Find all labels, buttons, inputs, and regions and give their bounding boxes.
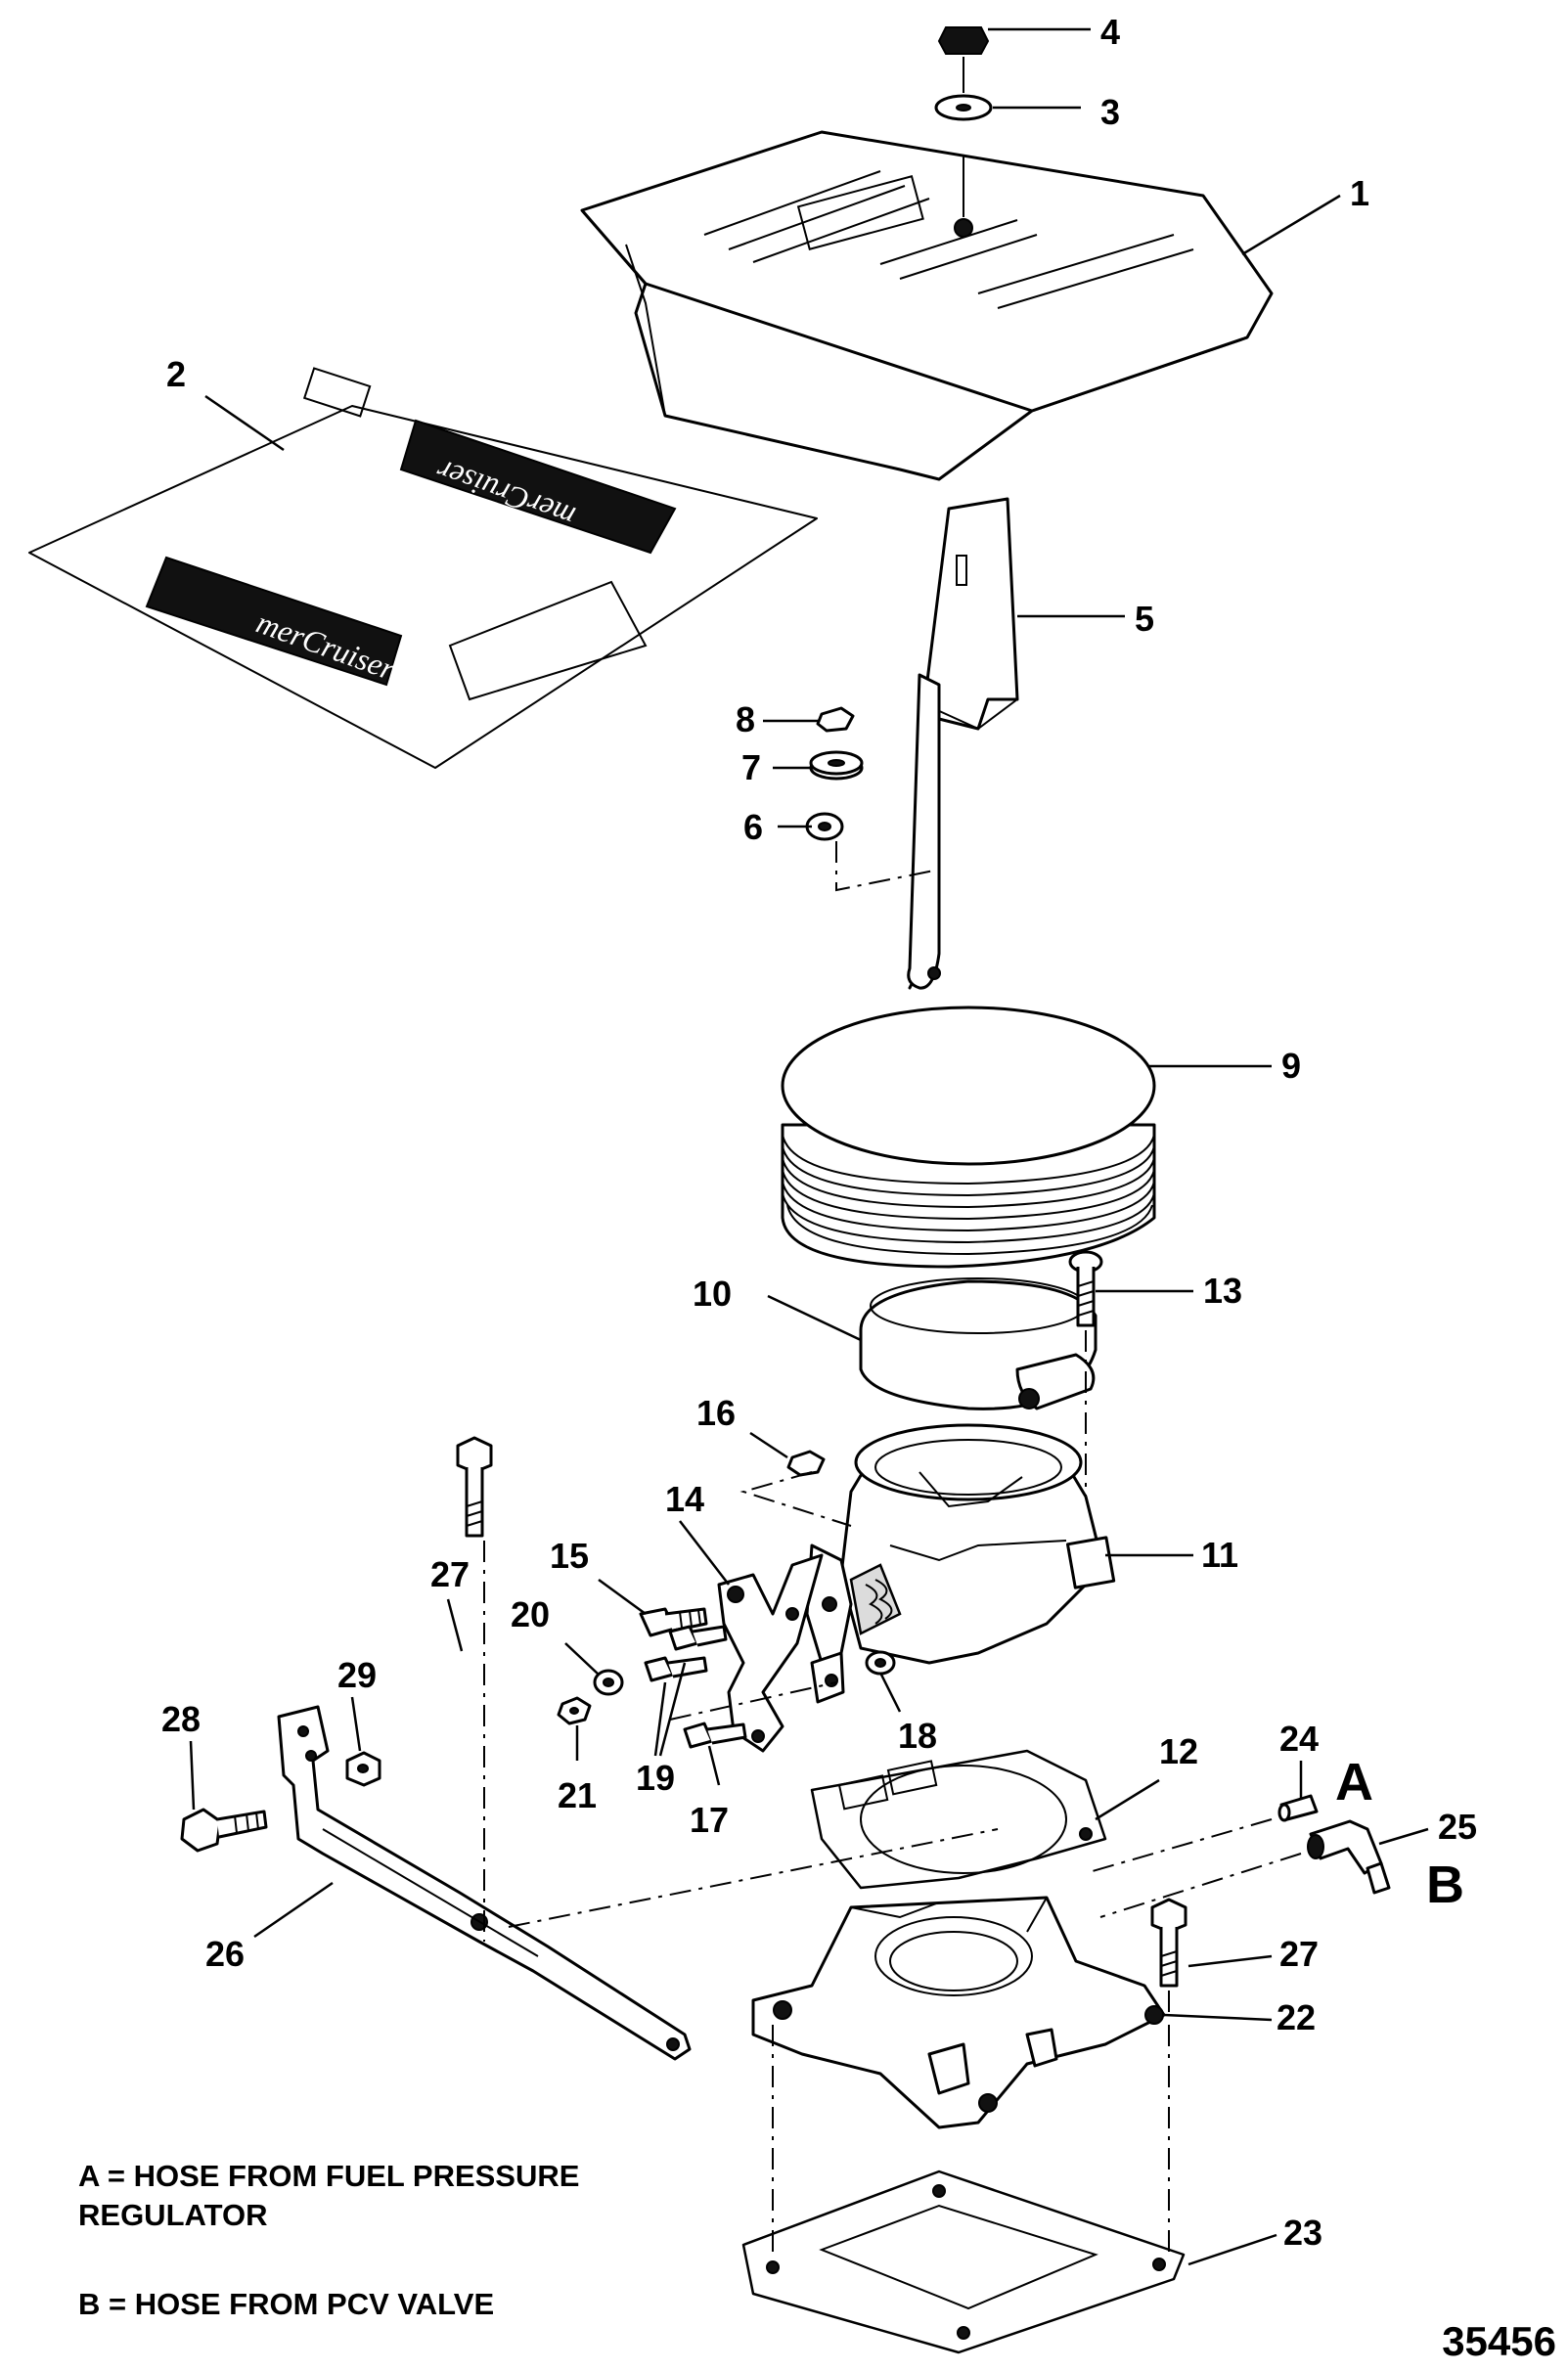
callout-19: 19: [636, 1758, 675, 1798]
part-24-fitting: [1277, 1794, 1319, 1822]
callout-21: 21: [558, 1775, 597, 1815]
callout-14: 14: [665, 1479, 704, 1519]
callout-26: 26: [205, 1934, 245, 1974]
callout-12: 12: [1159, 1731, 1198, 1771]
part-29-nut: [345, 1751, 381, 1787]
part-13-screw: [1068, 1250, 1103, 1327]
callout-25: 25: [1438, 1807, 1477, 1847]
part-20-washer: [593, 1669, 624, 1696]
part-19-screws: [644, 1625, 728, 1682]
callouts: 1 2 3 4 5 6 7 8 9 10 11 12 13 14 15 16 1…: [161, 12, 1477, 2253]
drawing-number: 35456: [1442, 2318, 1556, 2364]
callout-24: 24: [1279, 1719, 1319, 1759]
hose-marker-b: B: [1426, 1856, 1464, 1914]
callout-28: 28: [161, 1699, 201, 1739]
callout-6: 6: [743, 807, 763, 847]
callout-7: 7: [741, 747, 761, 787]
part-4-nut: [937, 26, 990, 93]
part-5-bracket: [907, 497, 1019, 990]
callout-27-right: 27: [1279, 1934, 1319, 1974]
part-7-washer: [809, 750, 864, 781]
part-3-washer: [934, 94, 993, 121]
part-8-nut: [816, 706, 855, 733]
callout-9: 9: [1281, 1046, 1301, 1086]
callout-13: 13: [1203, 1271, 1242, 1311]
part-6-lockwasher: [805, 812, 844, 841]
callout-23: 23: [1283, 2213, 1322, 2253]
part-9-flame-arrestor: [781, 1006, 1156, 1269]
part-2-decal-sheet: merCruiser merCruiser: [28, 367, 818, 769]
callout-27-left: 27: [430, 1554, 470, 1594]
callout-17: 17: [690, 1800, 729, 1840]
callout-1: 1: [1350, 173, 1369, 213]
callout-11: 11: [1201, 1535, 1238, 1575]
part-22-adapter-base: [751, 1896, 1166, 2129]
part-27-bolt-left: [456, 1436, 493, 1538]
callout-10: 10: [693, 1274, 732, 1314]
assembly-lines: [483, 1541, 1302, 2259]
callout-18: 18: [898, 1716, 937, 1756]
part-14-lever-bracket: [717, 1553, 824, 1753]
callout-2: 2: [166, 354, 186, 394]
leader-lines: [189, 27, 1429, 2266]
part-12-gasket: [810, 1749, 1107, 1890]
part-27-bolt-right: [1150, 1898, 1187, 1988]
part-28-bolt: [180, 1808, 268, 1853]
part-18-nut: [865, 1650, 896, 1676]
part-21-nut: [557, 1696, 592, 1725]
part-1-cover: [580, 130, 1274, 481]
assembly-line-6: [835, 841, 935, 892]
hose-marker-a: A: [1335, 1753, 1373, 1812]
legend-hose-b: B = HOSE FROM PCV VALVE: [78, 2287, 495, 2321]
part-25-elbow-fitting: [1307, 1819, 1391, 1895]
part-23-base-gasket: [741, 2170, 1186, 2354]
callout-5: 5: [1135, 599, 1154, 639]
callout-20: 20: [511, 1594, 550, 1634]
part-17-screw: [683, 1722, 747, 1749]
callout-8: 8: [736, 699, 755, 739]
callout-15: 15: [550, 1536, 589, 1576]
part-11-throttle-body: [805, 1423, 1116, 1704]
callout-3: 3: [1100, 92, 1120, 132]
callout-16: 16: [696, 1393, 736, 1433]
callout-22: 22: [1277, 1997, 1316, 2037]
callout-4: 4: [1100, 12, 1120, 52]
callout-29: 29: [337, 1655, 377, 1695]
part-16-nut: [739, 1450, 852, 1527]
legend-hose-a: A = HOSE FROM FUEL PRESSURE REGULATOR: [78, 2159, 580, 2232]
part-10-clamp: [859, 1277, 1098, 1410]
